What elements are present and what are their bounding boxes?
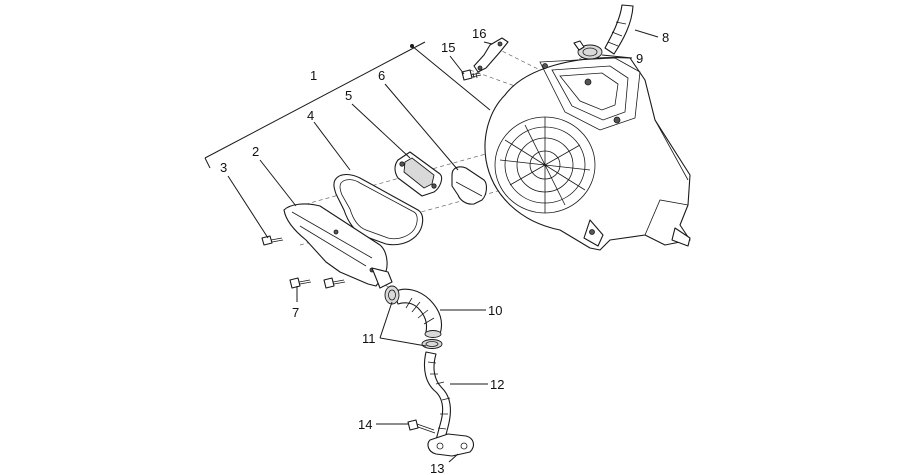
bolt-lower [407,419,436,434]
breather-hose [423,351,452,443]
cooling-housing [484,57,691,251]
filter-element [451,166,487,205]
callout-3: 3 [220,160,227,175]
callout-8: 8 [662,30,669,45]
callout-15: 15 [441,40,455,55]
screws-lower [289,277,346,289]
flange-fitting [427,433,475,457]
leader-lines [204,29,659,463]
elbow-pipe [393,288,443,338]
callout-7: 7 [292,305,299,320]
screw-cover [261,235,284,246]
hose-upper [604,4,634,55]
callout-11: 11 [362,331,376,346]
callout-14: 14 [358,417,372,432]
callout-2: 2 [252,144,259,159]
callout-12: 12 [490,377,504,392]
callout-6: 6 [378,68,385,83]
callout-1: 1 [310,68,317,83]
callout-10: 10 [488,303,502,318]
valve-plate [394,151,443,197]
callout-16: 16 [472,26,486,41]
callout-9: 9 [636,51,643,66]
cover [283,203,393,289]
gasket [333,173,424,246]
callout-5: 5 [345,88,352,103]
callout-labels: 1 2 3 4 5 6 7 8 9 10 11 12 13 14 15 16 [220,26,669,475]
bracket [473,37,509,73]
callout-13: 13 [430,461,444,475]
hose-clamp-pipe [384,285,443,349]
callout-4: 4 [307,108,314,123]
screw-top [461,69,482,81]
hose-clamp-upper [573,40,603,60]
